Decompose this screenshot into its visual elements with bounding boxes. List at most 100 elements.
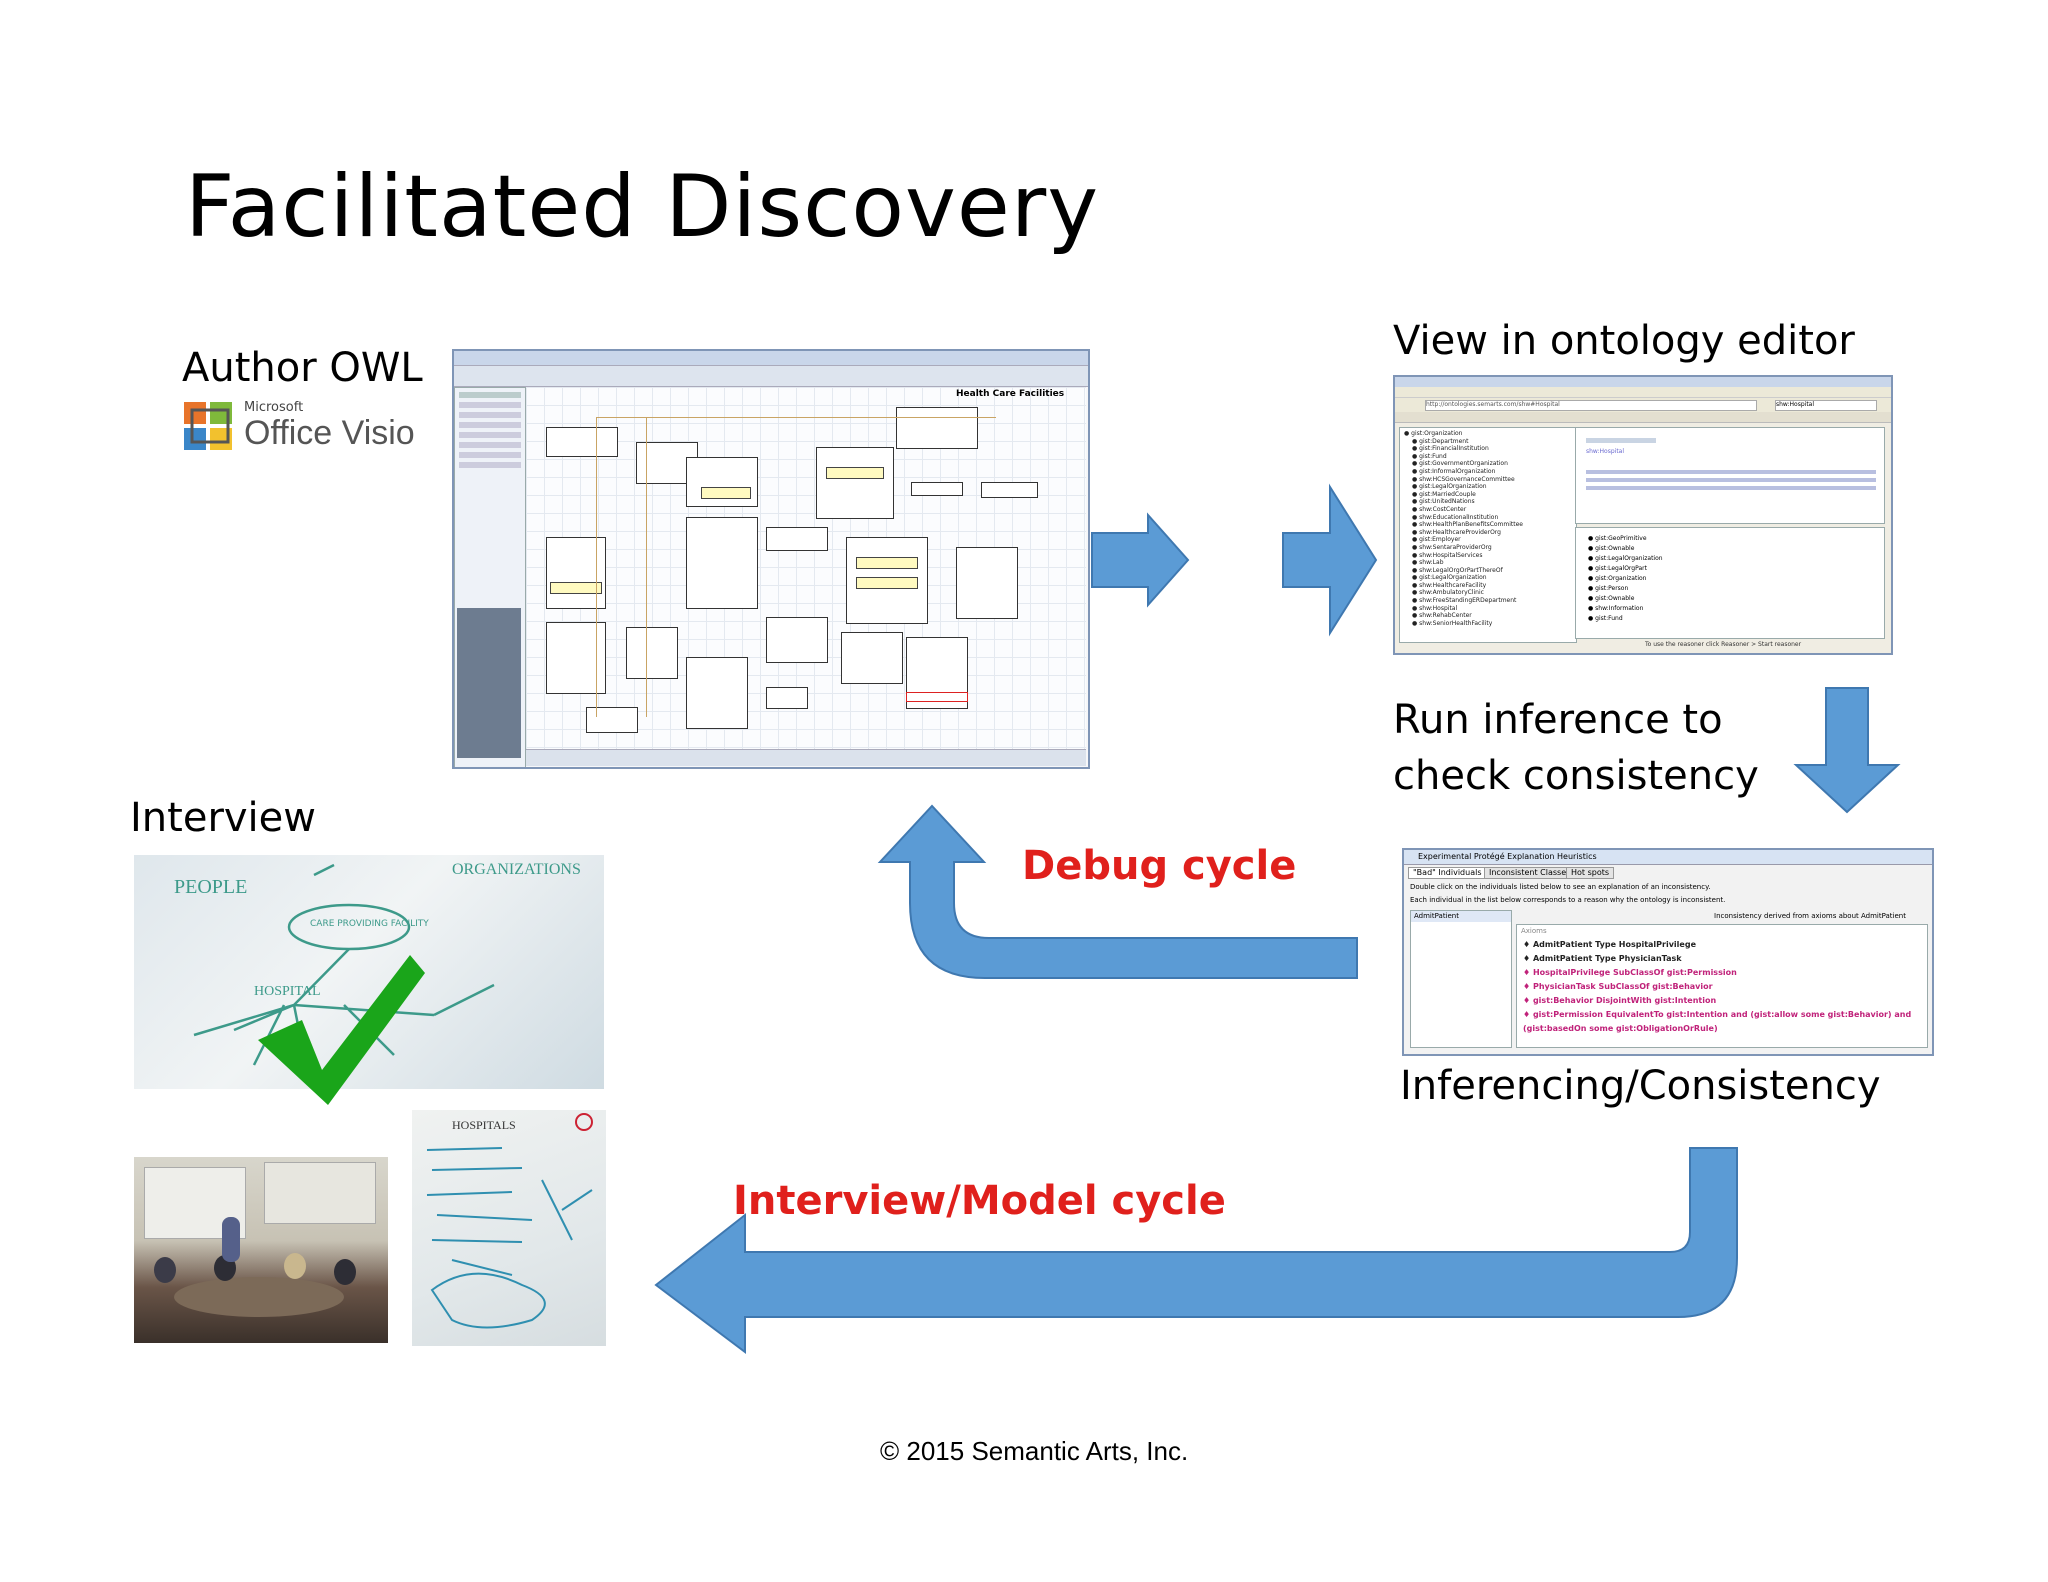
arrow-interview-model-cycle	[654, 1147, 1738, 1355]
axioms-list: ♦ AdmitPatient Type HospitalPrivilege ♦ A…	[1517, 938, 1927, 1036]
tree-item[interactable]: ● shw:FreeStandingERDepartment	[1412, 597, 1517, 605]
visio-title-bar	[454, 351, 1088, 366]
tree-item[interactable]: ● gist:LegalOrganization	[1412, 483, 1487, 491]
tree-item[interactable]: ● gist:Employer	[1412, 536, 1461, 544]
visio-logo-icon	[184, 402, 232, 450]
meeting-photo	[134, 1157, 388, 1343]
description-item: ● gist:LegalOrgPart	[1588, 565, 1647, 572]
description-item: ● gist:Person	[1588, 585, 1629, 592]
label-author-owl: Author OWL	[182, 345, 423, 391]
tree-item[interactable]: ● gist:MarriedCouple	[1412, 490, 1476, 498]
arrow-right-2	[1282, 483, 1378, 637]
tree-item[interactable]: ● shw:HealthPlanBenefitsCommittee	[1412, 521, 1524, 529]
tree-item[interactable]: ● gist:Fund	[1412, 452, 1447, 460]
tree-item[interactable]: ● gist:Organization	[1404, 430, 1463, 437]
whiteboard-people: PEOPLE	[174, 876, 248, 898]
whiteboard-photo-2: HOSPITALS	[412, 1110, 606, 1346]
visio-shapes-panel	[454, 387, 526, 767]
tree-item[interactable]: ● shw:LegalOrgOrPartThereOf	[1412, 566, 1503, 574]
arrow-debug-cycle	[877, 804, 1358, 979]
protege-instruction-2: Each individual in the list below corres…	[1410, 895, 1726, 904]
description-item: ● gist:Fund	[1588, 615, 1623, 622]
editor-status-bar: To use the reasoner click Reasoner > Sta…	[1645, 641, 1802, 648]
axiom-row[interactable]: ♦ PhysicianTask SubClassOf gist:Behavior	[1523, 981, 1713, 991]
editor-class-tree: ● gist:Organization● gist:Department● gi…	[1399, 427, 1577, 643]
axiom-row[interactable]: ♦ gist:Permission EquivalentTo gist:Inte…	[1523, 1009, 1912, 1019]
protege-window-title: Experimental Protégé Explanation Heurist…	[1418, 852, 1597, 861]
tree-item[interactable]: ● shw:HCSGovernanceCommittee	[1412, 475, 1515, 483]
tree-item[interactable]: ● shw:CostCenter	[1412, 505, 1467, 513]
description-item: ● gist:Organization	[1588, 575, 1647, 582]
tree-item[interactable]: ● gist:FinancialInstitution	[1412, 445, 1489, 453]
editor-annotations-panel: shw:Hospital	[1575, 427, 1885, 524]
tree-item[interactable]: ● gist:GovernmentOrganization	[1412, 460, 1508, 468]
tree-item[interactable]: ● gist:Department	[1412, 437, 1469, 445]
arrow-down	[1793, 687, 1901, 814]
description-item: ● gist:Ownable	[1588, 545, 1635, 552]
slide-title: Facilitated Discovery	[185, 157, 1100, 257]
protege-explanation-screenshot: Experimental Protégé Explanation Heurist…	[1402, 848, 1934, 1056]
axiom-row[interactable]: ♦ gist:Behavior DisjointWith gist:Intent…	[1523, 995, 1717, 1005]
whiteboard-photo: PEOPLE ORGANIZATIONS CARE PROVIDING FACI…	[134, 855, 604, 1089]
visio-canvas: Health Care Facilities	[526, 387, 1086, 749]
tree-item[interactable]: ● gist:InformalOrganization	[1412, 467, 1496, 475]
visio-page-tabs	[526, 749, 1086, 766]
visio-product: Office Visio	[244, 414, 415, 452]
axioms-panel: Axioms ♦ AdmitPatient Type HospitalPrivi…	[1516, 924, 1928, 1048]
editor-menu-bar	[1395, 387, 1891, 398]
editor-title-bar	[1395, 377, 1891, 387]
editor-tab-bar	[1395, 412, 1891, 423]
tree-item[interactable]: ● shw:SentaraProviderOrg	[1412, 543, 1492, 551]
tree-item[interactable]: ● shw:Hospital	[1412, 604, 1458, 612]
tab-hot-spots[interactable]: Hot spots	[1566, 867, 1615, 879]
list-item[interactable]: AdmitPatient	[1411, 911, 1511, 922]
protege-right-header: Inconsistency derived from axioms about …	[1714, 912, 1906, 920]
description-item: ● gist:Ownable	[1588, 595, 1635, 602]
class-tree-list: ● gist:Organization● gist:Department● gi…	[1402, 430, 1574, 627]
visio-diagram-title: Health Care Facilities	[956, 389, 1065, 399]
whiteboard-hospitals-heading: HOSPITALS	[452, 1118, 516, 1132]
tree-item[interactable]: ● shw:Lab	[1412, 559, 1444, 567]
editor-description-panel: ● gist:GeoPrimitive ● gist:Ownable ● gist:…	[1575, 527, 1885, 639]
axiom-row[interactable]: ♦ AdmitPatient Type PhysicianTask	[1523, 953, 1682, 963]
axiom-row[interactable]: ♦ AdmitPatient Type HospitalPrivilege	[1523, 939, 1696, 949]
arrow-right-1	[1091, 512, 1190, 608]
visio-logo: Microsoft Office Visio	[182, 398, 422, 458]
visio-screenshot: Health Care Facilities	[452, 349, 1090, 769]
label-interview: Interview	[130, 795, 316, 841]
whiteboard-2-sketch	[426, 1113, 593, 1329]
visio-toolbar	[454, 366, 1088, 387]
editor-class-name: shw:Hospital	[1586, 448, 1625, 455]
checkmark-icon	[258, 955, 425, 1105]
editor-url-field[interactable]: http://ontologies.semarts.com/shw#Hospit…	[1425, 400, 1757, 411]
axioms-label: Axioms	[1521, 927, 1547, 935]
whiteboard-hospital: HOSPITAL	[254, 984, 321, 999]
tree-item[interactable]: ● shw:AmbulatoryClinic	[1412, 589, 1484, 597]
axiom-row[interactable]: ♦ HospitalPrivilege SubClassOf gist:Perm…	[1523, 967, 1737, 977]
tree-item[interactable]: ● shw:HealthcareFacility	[1412, 581, 1487, 589]
tree-item[interactable]: ● shw:HealthcareProviderOrg	[1412, 528, 1501, 536]
label-run-inference-2: check consistency	[1393, 753, 1759, 799]
tree-item[interactable]: ● gist:UnitedNations	[1412, 498, 1475, 506]
tree-item[interactable]: ● shw:HospitalServices	[1412, 551, 1483, 559]
visio-brand: Microsoft	[244, 400, 304, 415]
description-item: ● shw:Information	[1588, 605, 1644, 612]
tree-item[interactable]: ● shw:EducationalInstitution	[1412, 513, 1499, 521]
tree-item[interactable]: ● gist:LegalOrganization	[1412, 574, 1487, 582]
label-run-inference-1: Run inference to	[1393, 697, 1723, 743]
editor-class-field[interactable]: shw:Hospital	[1775, 400, 1877, 411]
tree-item[interactable]: ● shw:RehabCenter	[1412, 612, 1472, 620]
ontology-editor-screenshot: http://ontologies.semarts.com/shw#Hospit…	[1393, 375, 1893, 655]
individuals-list: AdmitPatient	[1410, 910, 1512, 1048]
slide-footer: © 2015 Semantic Arts, Inc.	[880, 1436, 1189, 1466]
tree-item[interactable]: ● shw:SeniorHealthFacility	[1412, 619, 1493, 627]
label-interview-model-cycle: Interview/Model cycle	[733, 1178, 1226, 1224]
label-debug-cycle: Debug cycle	[1022, 843, 1297, 889]
whiteboard-care-facility: CARE PROVIDING FACILITY	[310, 919, 429, 929]
axiom-row[interactable]: (gist:basedOn some gist:ObligationOrRule…	[1523, 1023, 1718, 1033]
protege-instruction-1: Double click on the individuals listed b…	[1410, 883, 1711, 891]
description-item: ● gist:GeoPrimitive	[1588, 535, 1647, 542]
label-view-ontology-editor: View in ontology editor	[1393, 318, 1855, 364]
description-list: ● gist:GeoPrimitive ● gist:Ownable ● gist:…	[1576, 528, 1884, 630]
